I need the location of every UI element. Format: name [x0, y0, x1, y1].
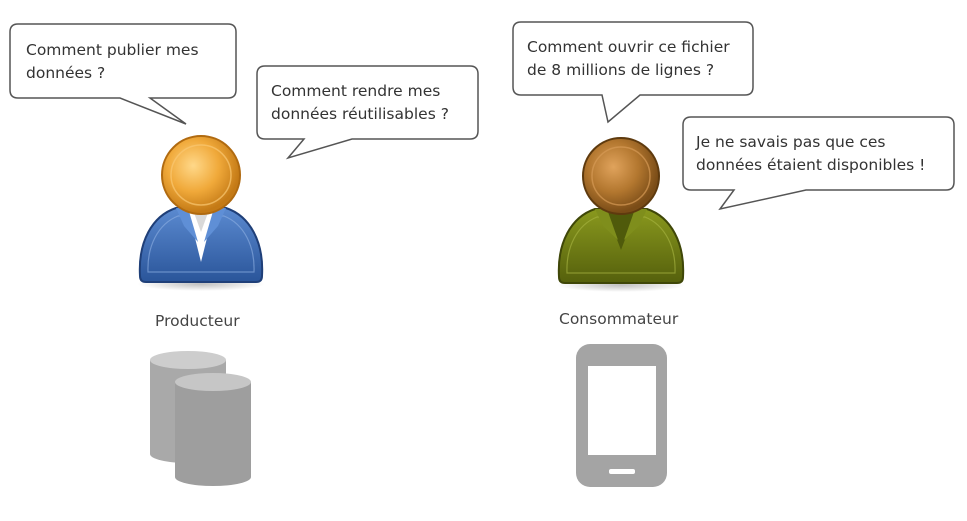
- speech-bubble-producer-1: [9, 23, 237, 125]
- speech-bubble-producer-2: [256, 65, 479, 160]
- producer-person-icon: [137, 135, 265, 291]
- bubble-line: Comment ouvrir ce fichier: [527, 38, 730, 56]
- bubble-line: données ?: [26, 64, 106, 82]
- speech-bubble-consumer-2: [682, 116, 955, 211]
- speech-bubble-consumer-1: [512, 21, 754, 124]
- producer-label: Producteur: [155, 312, 240, 330]
- bubble-text-consumer-1: Comment ouvrir ce fichier de 8 millions …: [527, 36, 730, 82]
- database-icon: [150, 351, 251, 486]
- bubble-text-producer-1: Comment publier mes données ?: [26, 39, 199, 85]
- consumer-label: Consommateur: [559, 310, 679, 328]
- bubble-text-consumer-2: Je ne savais pas que ces données étaient…: [696, 131, 925, 177]
- bubble-line: Comment rendre mes: [271, 82, 441, 100]
- bubble-line: données étaient disponibles !: [696, 156, 926, 174]
- bubble-line: Comment publier mes: [26, 41, 199, 59]
- consumer-person-icon: [557, 137, 685, 292]
- bubble-line: de 8 millions de lignes ?: [527, 61, 715, 79]
- bubble-line: Je ne savais pas que ces: [696, 133, 886, 151]
- bubble-line: données réutilisables ?: [271, 105, 449, 123]
- smartphone-icon: [576, 344, 667, 487]
- bubble-text-producer-2: Comment rendre mes données réutilisables…: [271, 80, 449, 126]
